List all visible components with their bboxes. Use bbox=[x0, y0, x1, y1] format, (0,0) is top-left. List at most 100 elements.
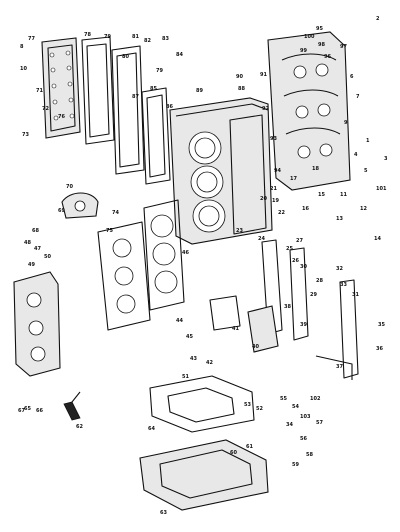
callout-48: 48 bbox=[24, 240, 31, 246]
callout-21: 21 bbox=[270, 186, 277, 192]
cylinder-head-cover bbox=[97, 221, 151, 331]
callout-18: 18 bbox=[312, 166, 319, 172]
callout-30: 30 bbox=[300, 264, 307, 270]
callout-96: 96 bbox=[324, 54, 331, 60]
l-pipe bbox=[315, 355, 353, 380]
cylinder-head-left bbox=[13, 271, 61, 377]
spark-plug bbox=[63, 391, 81, 421]
callout-52: 52 bbox=[256, 406, 263, 412]
callout-56: 56 bbox=[300, 436, 307, 442]
callout-80: 80 bbox=[122, 54, 129, 60]
callout-32: 32 bbox=[336, 266, 343, 272]
callout-45: 45 bbox=[186, 334, 193, 340]
linkage-arm-1 bbox=[261, 239, 283, 335]
callout-100: 100 bbox=[304, 34, 315, 40]
callout-11: 11 bbox=[340, 192, 347, 198]
callout-85: 85 bbox=[150, 86, 157, 92]
linkage-arm-3 bbox=[339, 279, 359, 379]
callout-47: 47 bbox=[34, 246, 41, 252]
callout-67: 67 bbox=[18, 408, 25, 414]
callout-70: 70 bbox=[66, 184, 73, 190]
callout-58: 58 bbox=[306, 452, 313, 458]
callout-34: 34 bbox=[286, 422, 293, 428]
callout-68: 68 bbox=[32, 228, 39, 234]
callout-83: 83 bbox=[162, 36, 169, 42]
callout-40: 40 bbox=[252, 344, 259, 350]
callout-9: 9 bbox=[344, 120, 348, 126]
callout-22: 22 bbox=[278, 210, 285, 216]
linkage-arm-2 bbox=[289, 247, 309, 341]
callout-97: 97 bbox=[340, 44, 347, 50]
crankcase-half bbox=[267, 31, 351, 191]
callout-17: 17 bbox=[290, 176, 297, 182]
cover-plate-top-left bbox=[41, 37, 81, 139]
callout-16: 16 bbox=[302, 206, 309, 212]
callout-69: 69 bbox=[58, 208, 65, 214]
callout-13: 13 bbox=[336, 216, 343, 222]
callout-8: 8 bbox=[20, 44, 24, 50]
callout-71: 71 bbox=[36, 88, 43, 94]
callout-29: 29 bbox=[310, 292, 317, 298]
callout-10: 10 bbox=[20, 66, 27, 72]
callout-46: 46 bbox=[182, 250, 189, 256]
callout-75: 75 bbox=[106, 228, 113, 234]
callout-25: 25 bbox=[286, 246, 293, 252]
callout-63: 63 bbox=[160, 510, 167, 516]
callout-76: 76 bbox=[58, 114, 65, 120]
callout-28: 28 bbox=[316, 278, 323, 284]
callout-72: 72 bbox=[42, 106, 49, 112]
callout-27: 27 bbox=[296, 238, 303, 244]
callout-61: 61 bbox=[246, 444, 253, 450]
callout-36: 36 bbox=[376, 346, 383, 352]
exhaust-plate bbox=[149, 375, 255, 433]
callout-87: 87 bbox=[132, 94, 139, 100]
callout-12: 12 bbox=[360, 206, 367, 212]
callout-49: 49 bbox=[28, 262, 35, 268]
callout-66: 66 bbox=[36, 408, 43, 414]
callout-99: 99 bbox=[300, 48, 307, 54]
callout-3: 3 bbox=[384, 156, 388, 162]
callout-77: 77 bbox=[28, 36, 35, 42]
callout-19: 19 bbox=[272, 198, 279, 204]
callout-88: 88 bbox=[238, 86, 245, 92]
callout-51: 51 bbox=[182, 374, 189, 380]
callout-43: 43 bbox=[190, 356, 197, 362]
callout-79: 79 bbox=[104, 34, 111, 40]
callout-59: 59 bbox=[292, 462, 299, 468]
callout-4: 4 bbox=[354, 152, 358, 158]
callout-79b: 79 bbox=[156, 68, 163, 74]
gasket-small-right bbox=[141, 87, 171, 185]
callout-92: 92 bbox=[262, 106, 269, 112]
callout-98: 98 bbox=[318, 42, 325, 48]
callout-78: 78 bbox=[84, 32, 91, 38]
small-gasket bbox=[209, 295, 241, 331]
callout-65: 65 bbox=[24, 406, 31, 412]
callout-62: 62 bbox=[76, 424, 83, 430]
callout-33: 33 bbox=[340, 282, 347, 288]
callout-64: 64 bbox=[148, 426, 155, 432]
gasket-top-left bbox=[81, 36, 115, 145]
callout-101: 101 bbox=[376, 186, 387, 192]
callout-23: 23 bbox=[236, 228, 243, 234]
callout-54: 54 bbox=[292, 404, 299, 410]
callout-35: 35 bbox=[378, 322, 385, 328]
callout-15: 15 bbox=[318, 192, 325, 198]
callout-73: 73 bbox=[22, 132, 29, 138]
callout-1: 1 bbox=[366, 138, 370, 144]
callout-24: 24 bbox=[258, 236, 265, 242]
callout-102: 102 bbox=[310, 396, 321, 402]
callout-5: 5 bbox=[364, 168, 368, 174]
cylinder-block bbox=[169, 97, 273, 245]
callout-93: 93 bbox=[270, 136, 277, 142]
callout-103: 103 bbox=[300, 414, 311, 420]
callout-91: 91 bbox=[260, 72, 267, 78]
callout-2: 2 bbox=[376, 16, 380, 22]
callout-39: 39 bbox=[300, 322, 307, 328]
callout-84: 84 bbox=[176, 52, 183, 58]
callout-42: 42 bbox=[206, 360, 213, 366]
callout-60: 60 bbox=[230, 450, 237, 456]
callout-37: 37 bbox=[336, 364, 343, 370]
callout-53: 53 bbox=[244, 402, 251, 408]
callout-31: 31 bbox=[352, 292, 359, 298]
